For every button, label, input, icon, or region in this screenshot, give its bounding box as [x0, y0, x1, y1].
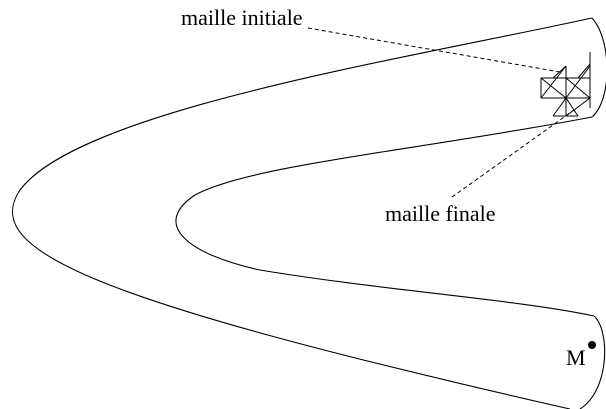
- outer-boundary-curve: [11, 17, 593, 409]
- end-cap-top: [591, 17, 606, 118]
- point-m-label: M: [566, 345, 586, 370]
- end-cap-bottom: [579, 315, 606, 409]
- final-mesh-label: maille finale: [385, 201, 496, 226]
- inner-boundary-curve: [175, 116, 595, 317]
- mesh-grid: [540, 52, 591, 117]
- final-mesh-leader: [451, 109, 575, 198]
- initial-mesh-leader: [307, 27, 561, 73]
- point-m-marker: [588, 341, 596, 349]
- initial-mesh-label: maille initiale: [181, 5, 303, 30]
